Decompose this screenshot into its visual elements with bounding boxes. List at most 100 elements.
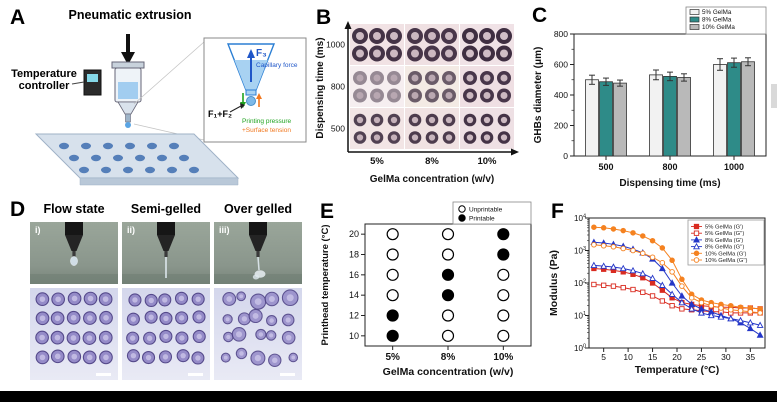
bar-5%-GelMa <box>649 74 663 157</box>
svg-text:500: 500 <box>331 124 345 134</box>
right-edge-artifact <box>771 84 777 108</box>
f3-force-label: F₃ <box>256 48 267 59</box>
scale-bar <box>280 373 295 376</box>
svg-text:1000: 1000 <box>724 162 744 172</box>
unprintable-point <box>386 248 399 261</box>
svg-text:15: 15 <box>648 352 658 362</box>
scale-bar <box>96 373 111 376</box>
svg-text:800: 800 <box>331 82 345 92</box>
unprintable-point <box>441 329 455 342</box>
svg-text:8%: 8% <box>441 352 456 363</box>
svg-text:10%: 10% <box>477 156 497 167</box>
svg-text:5: 5 <box>601 352 606 362</box>
printing-pressure-label: Printing pressure <box>242 118 292 125</box>
svg-text:600: 600 <box>554 60 568 70</box>
svg-text:20: 20 <box>672 352 682 362</box>
svg-text:101: 101 <box>574 311 586 321</box>
bar-10%-GelMa <box>613 82 627 157</box>
temperature-controller-label: Temperature controller <box>11 68 77 93</box>
svg-text:8% GelMa: 8% GelMa <box>702 17 732 24</box>
panel-f-label: F <box>551 200 564 223</box>
svg-text:Temperature (°C): Temperature (°C) <box>635 364 720 376</box>
printable-point <box>497 228 510 241</box>
bar-8%-GelMa <box>599 81 613 157</box>
svg-text:10% GelMa (G''): 10% GelMa (G'') <box>705 258 748 264</box>
nozzle-tip <box>125 113 131 123</box>
svg-text:200: 200 <box>554 121 568 131</box>
panel-d-label: D <box>10 198 26 221</box>
panel-c-label: C <box>532 4 548 27</box>
over-gelled-title: Over gelled <box>223 202 293 216</box>
bar-8%-GelMa <box>727 62 741 157</box>
hanging-droplet <box>70 256 78 266</box>
semi-gelled-title: Semi-gelled <box>130 202 202 216</box>
bar-10%-GelMa <box>741 61 755 157</box>
unprintable-point <box>497 268 510 281</box>
svg-text:5% GelMa (G'): 5% GelMa (G') <box>705 225 743 231</box>
svg-text:5% GelMa (G''): 5% GelMa (G'') <box>705 231 744 237</box>
svg-text:100: 100 <box>574 344 586 354</box>
svg-text:102: 102 <box>574 279 586 289</box>
svg-text:10: 10 <box>349 331 359 341</box>
svg-text:10% GelMa: 10% GelMa <box>702 24 735 31</box>
svg-text:1000: 1000 <box>326 40 345 50</box>
photos-svg: i) ii) iii) <box>30 222 302 380</box>
capillary-force-label: Capillary force <box>256 62 298 69</box>
unprintable-point <box>497 309 510 322</box>
svg-text:104: 104 <box>574 214 586 224</box>
unprintable-point <box>386 289 399 302</box>
scale-bar <box>188 373 203 376</box>
svg-text:35: 35 <box>746 352 756 362</box>
panel-a-label: A <box>10 6 26 29</box>
svg-text:5%: 5% <box>370 156 384 167</box>
surface-tension-label: +Surface tension <box>242 127 291 134</box>
svg-text:0: 0 <box>563 151 568 161</box>
unprintable-point <box>386 228 399 241</box>
svg-text:GelMa concentration (w/v): GelMa concentration (w/v) <box>383 366 514 378</box>
svg-text:18: 18 <box>349 250 359 260</box>
printable-point <box>441 268 455 281</box>
bioink-liquid <box>118 82 138 99</box>
svg-text:Modulus (Pa): Modulus (Pa) <box>548 250 560 316</box>
bar-5%-GelMa <box>585 79 599 157</box>
printable-point <box>497 248 510 261</box>
bar-5%-GelMa <box>713 64 727 157</box>
f1-f2-forces-label: F₁+F₂ <box>208 109 232 119</box>
svg-text:103: 103 <box>574 246 586 256</box>
svg-text:8% GelMa (G''): 8% GelMa (G'') <box>705 245 744 251</box>
flow-state-title: Flow state <box>43 202 105 216</box>
svg-text:ii): ii) <box>127 225 135 235</box>
svg-text:12: 12 <box>349 311 359 321</box>
svg-text:10%: 10% <box>493 352 513 363</box>
printable-point <box>386 309 399 322</box>
unprintable-point <box>441 228 455 241</box>
svg-text:10: 10 <box>623 352 633 362</box>
svg-text:iii): iii) <box>219 225 230 235</box>
bottom-black-bar <box>0 391 777 402</box>
svg-text:500: 500 <box>598 162 613 172</box>
svg-text:Printable: Printable <box>469 216 495 223</box>
svg-text:i): i) <box>35 225 41 235</box>
bar-10%-GelMa <box>677 77 691 157</box>
photo-nozzle <box>249 235 267 251</box>
svg-text:GHBs diameter (μm): GHBs diameter (μm) <box>533 47 544 144</box>
panel-d-photos: Flow state Semi-gelled Over gelled i) ii)… <box>5 198 310 390</box>
svg-text:Printhead temperature (°C): Printhead temperature (°C) <box>320 225 331 346</box>
svg-text:800: 800 <box>554 29 568 39</box>
panel-a-schematic: Pneumatic extrusion Temperature controll… <box>8 8 308 196</box>
plot-frame <box>364 223 532 347</box>
syringe-flange <box>111 61 145 69</box>
svg-text:5% GelMa: 5% GelMa <box>702 9 732 16</box>
panel-b-label: B <box>316 6 332 29</box>
unprintable-point <box>441 248 455 261</box>
series-8%-GelMa-(G'') <box>593 264 761 326</box>
panel-e-label: E <box>320 200 335 223</box>
